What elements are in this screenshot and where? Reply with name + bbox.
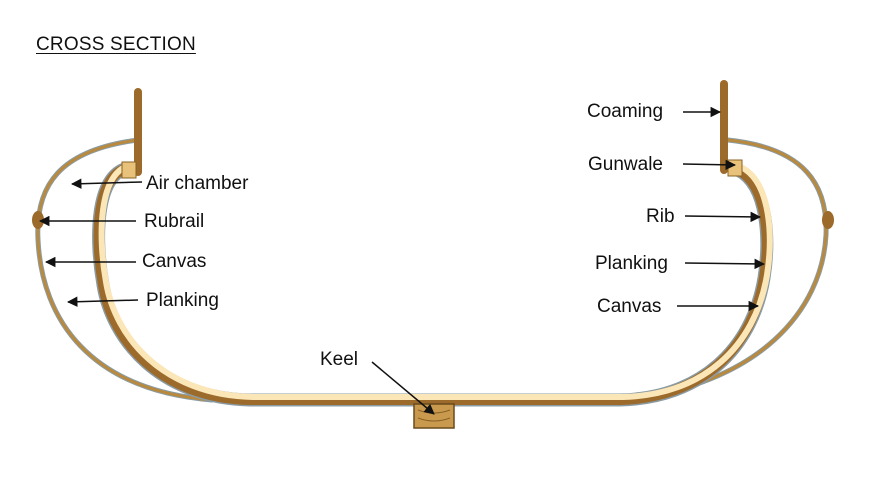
label-gunwale: Gunwale xyxy=(588,154,663,175)
arrow-planking-left xyxy=(66,296,139,307)
gunwale-right xyxy=(727,159,743,177)
rubrail-left xyxy=(32,211,44,229)
hull-canvas xyxy=(92,161,774,407)
label-coaming: Coaming xyxy=(587,101,664,122)
coaming-left xyxy=(134,88,142,176)
diagram-title: CROSS SECTION xyxy=(36,34,196,55)
label-planking-right: Planking xyxy=(595,253,668,274)
arrow-air-chamber xyxy=(70,178,143,189)
arrow-keel xyxy=(371,361,435,415)
rubrail-right xyxy=(822,211,834,229)
arrow-planking-right xyxy=(684,258,766,270)
hull-planking xyxy=(93,163,772,405)
gunwale-left xyxy=(121,161,137,179)
label-canvas-right: Canvas xyxy=(597,296,662,317)
coaming-right xyxy=(720,80,728,174)
outer-planking-right xyxy=(620,138,828,402)
label-rib: Rib xyxy=(646,206,675,227)
hull-ribs xyxy=(98,162,773,400)
label-rubrail: Rubrail xyxy=(144,211,205,232)
arrow-rib xyxy=(684,211,762,223)
label-keel: Keel xyxy=(320,349,359,370)
label-planking-left: Planking xyxy=(146,290,219,311)
outer-planking-left xyxy=(36,138,214,402)
arrow-gunwale xyxy=(682,159,737,171)
label-air-chamber: Air chamber xyxy=(146,173,249,194)
keel-block xyxy=(413,403,455,429)
label-canvas-left: Canvas xyxy=(142,251,207,272)
